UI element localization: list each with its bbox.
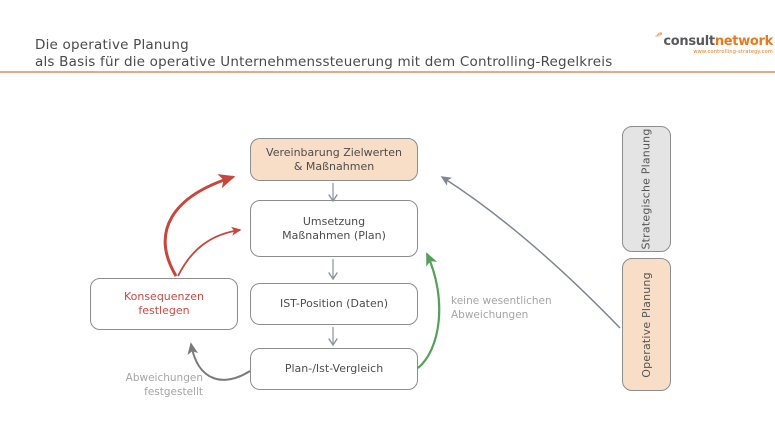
box-strategische-planung: Strategische Planung <box>622 126 671 252</box>
company-logo: consultnetwork www.controlling-strategy.… <box>655 22 773 55</box>
logo-row: consultnetwork <box>655 22 773 48</box>
box-vereinbarung-zielwerte: Vereinbarung Zielwerten & Maßnahmen <box>250 138 418 181</box>
logo-tagline: www.controlling-strategy.com <box>693 49 773 55</box>
box-umsetzung-massnahmen: Umsetzung Maßnahmen (Plan) <box>250 200 418 257</box>
logo-text-network: network <box>714 34 773 49</box>
logo-dots-cluster-icon <box>655 32 663 38</box>
header-divider <box>0 71 775 73</box>
box-ist-position: IST-Position (Daten) <box>250 283 418 325</box>
strategische-planung-label: Strategische Planung <box>639 128 653 250</box>
box-plan-ist-vergleich: Plan-/Ist-Vergleich <box>250 348 418 390</box>
logo-text-consult: consult <box>663 34 715 49</box>
label-abweichungen-festgestellt: Abweichungen festgestellt <box>125 372 203 398</box>
label-keine-wesentlichen-abweichungen: keine wesentlichen Abweichungen <box>451 295 552 321</box>
logo-wordmark: consultnetwork <box>663 35 773 48</box>
box-konsequenzen-festlegen: Konsequenzen festlegen <box>90 278 238 330</box>
box-operative-planung: Operative Planung <box>622 258 671 391</box>
arrow-konsequenzen-to-vereinbarung <box>163 174 236 277</box>
arrow-planist-to-umsetzung-green <box>417 252 441 369</box>
operative-planung-label: Operative Planung <box>639 271 653 378</box>
slide-title: Die operative Planung als Basis für die … <box>35 37 613 70</box>
arrow-konsequenzen-to-umsetzung <box>177 226 242 277</box>
